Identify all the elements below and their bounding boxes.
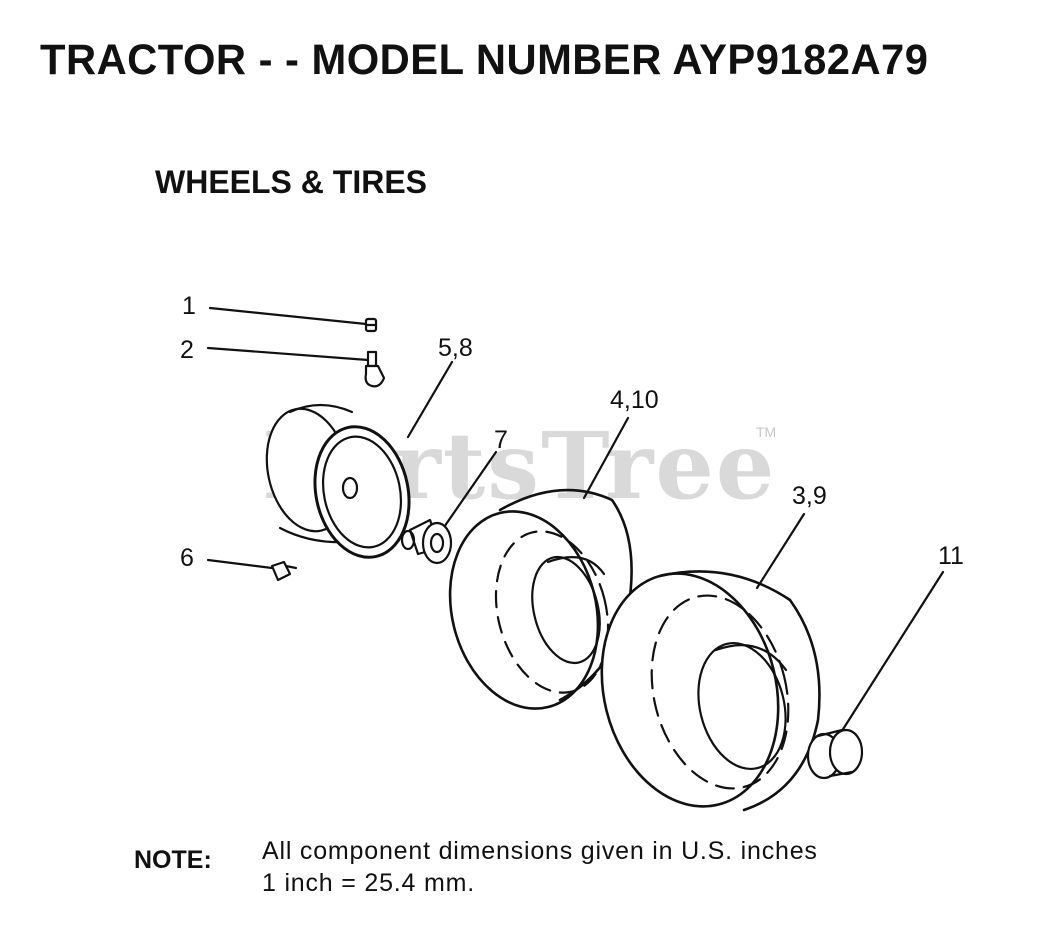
leader-line-6 [206, 558, 274, 570]
leader-line-1 [208, 306, 368, 326]
hub-cap-part [806, 728, 864, 780]
callout-3-9: 3,9 [792, 482, 827, 510]
callout-1: 1 [182, 292, 196, 320]
callout-4-10: 4,10 [610, 386, 659, 414]
note-line-1: All component dimensions given in U.S. i… [262, 837, 818, 865]
section-title: WHEELS & TIRES [155, 164, 428, 200]
wheel-rim-part [265, 403, 411, 559]
leader-line-2 [206, 346, 370, 362]
rear-tire-part [600, 570, 821, 812]
callout-2: 2 [180, 336, 194, 364]
valve-stem-part [364, 350, 386, 388]
bushing-part [400, 518, 453, 565]
leader-line-5-8 [406, 360, 454, 439]
page-title: TRACTOR - - MODEL NUMBER AYP9182A79 [40, 36, 929, 84]
note-label: NOTE: [134, 846, 212, 874]
callout-11: 11 [938, 542, 964, 570]
callout-5-8: 5,8 [438, 334, 473, 362]
leader-line-7 [440, 450, 498, 532]
callout-6: 6 [180, 544, 194, 572]
valve-cap-part [364, 317, 378, 333]
leader-line-4-10 [582, 416, 630, 500]
trademark-mark: TM [756, 424, 777, 440]
grease-fitting-part [270, 560, 298, 582]
leader-lines [206, 306, 945, 736]
front-tire-part [448, 488, 633, 710]
callout-7: 7 [494, 426, 508, 454]
leader-line-3-9 [755, 512, 806, 590]
note-line-2: 1 inch = 25.4 mm. [262, 869, 476, 897]
leader-line-11 [838, 570, 945, 736]
note-text: All component dimensions given in U.S. i… [262, 835, 818, 899]
